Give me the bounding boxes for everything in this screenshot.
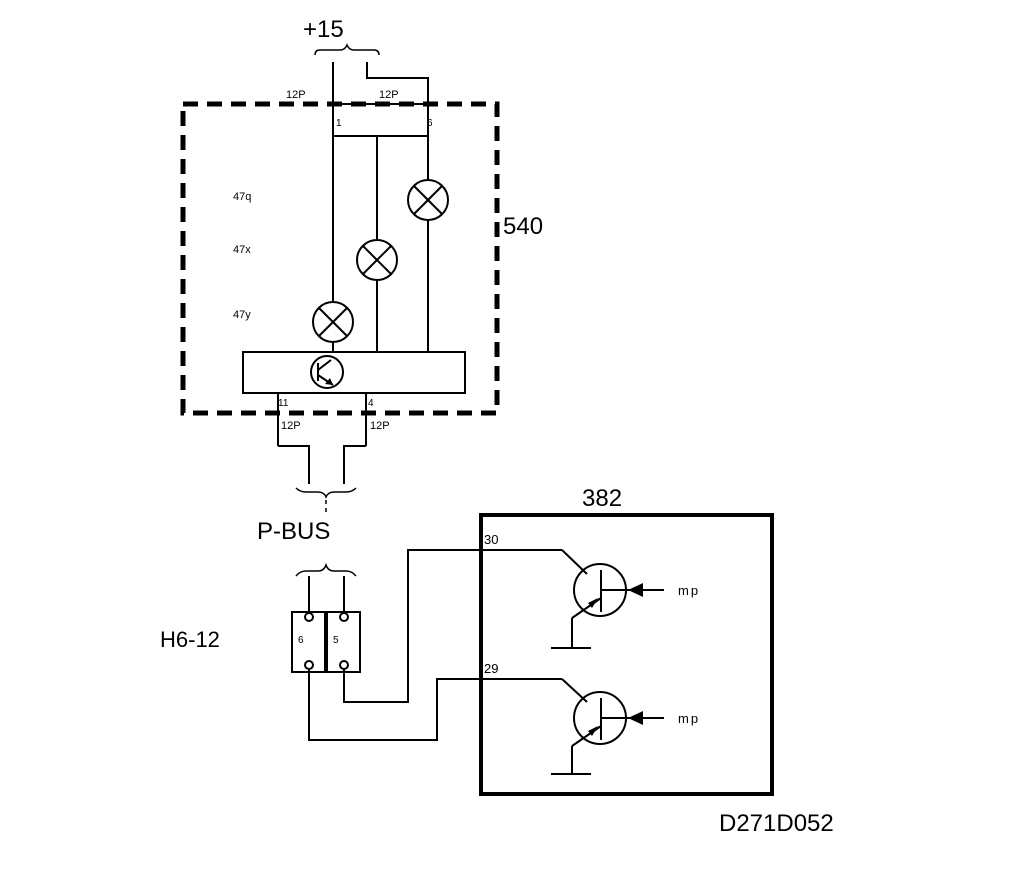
- drawing-id: D271D052: [719, 810, 834, 837]
- conn-bottom-right-label: 12P: [370, 420, 390, 432]
- module-382-boundary: [479, 513, 774, 796]
- pin-top-right: 6: [427, 118, 433, 129]
- connector-label: H6-12: [160, 627, 220, 652]
- conn-bottom-left-label: 12P: [281, 420, 301, 432]
- lamp-47y-label: 47y: [233, 309, 251, 321]
- pin-29-label: 29: [484, 661, 498, 676]
- conn-pin-left: 6: [298, 635, 304, 646]
- pin-30-label: 30: [484, 532, 498, 547]
- pin-top-left: 1: [336, 118, 342, 129]
- pin-bottom-right: 4: [368, 398, 374, 409]
- module-540-boundary: [180, 101, 500, 416]
- pin-bottom-left: 11: [278, 398, 289, 409]
- bus-wire-left: [278, 445, 310, 484]
- module-540-label: 540: [503, 213, 543, 240]
- supply-label: +15: [303, 16, 344, 43]
- transistor-upper: [480, 549, 664, 649]
- lamp-47x: [356, 239, 398, 281]
- driver-transistor: [310, 355, 344, 389]
- transistor-lower: [480, 678, 664, 775]
- conn-top-right-label: 12P: [379, 89, 399, 101]
- lamp-47y: [312, 301, 354, 343]
- bus-brace-top: [295, 487, 357, 500]
- bus-label: P-BUS: [257, 518, 330, 545]
- signal-lower-label: mp: [678, 711, 700, 726]
- supply-brace: [314, 42, 380, 56]
- lamp-47q: [407, 179, 449, 221]
- bus-brace-bottom: [295, 562, 357, 577]
- driver-block: [242, 351, 466, 394]
- signal-upper-label: mp: [678, 583, 700, 598]
- module-382-label: 382: [582, 485, 622, 512]
- lamp-47x-label: 47x: [233, 244, 251, 256]
- wire-pin6-to-29: [308, 669, 480, 741]
- wire-pin5-to-30: [343, 549, 480, 703]
- supply-wire-right: [366, 62, 429, 110]
- top-connector-block: [332, 103, 429, 137]
- conn-top-left-label: 12P: [286, 89, 306, 101]
- conn-pin-right: 5: [333, 635, 339, 646]
- lamp-47q-label: 47q: [233, 191, 251, 203]
- bus-wire-right: [343, 445, 366, 484]
